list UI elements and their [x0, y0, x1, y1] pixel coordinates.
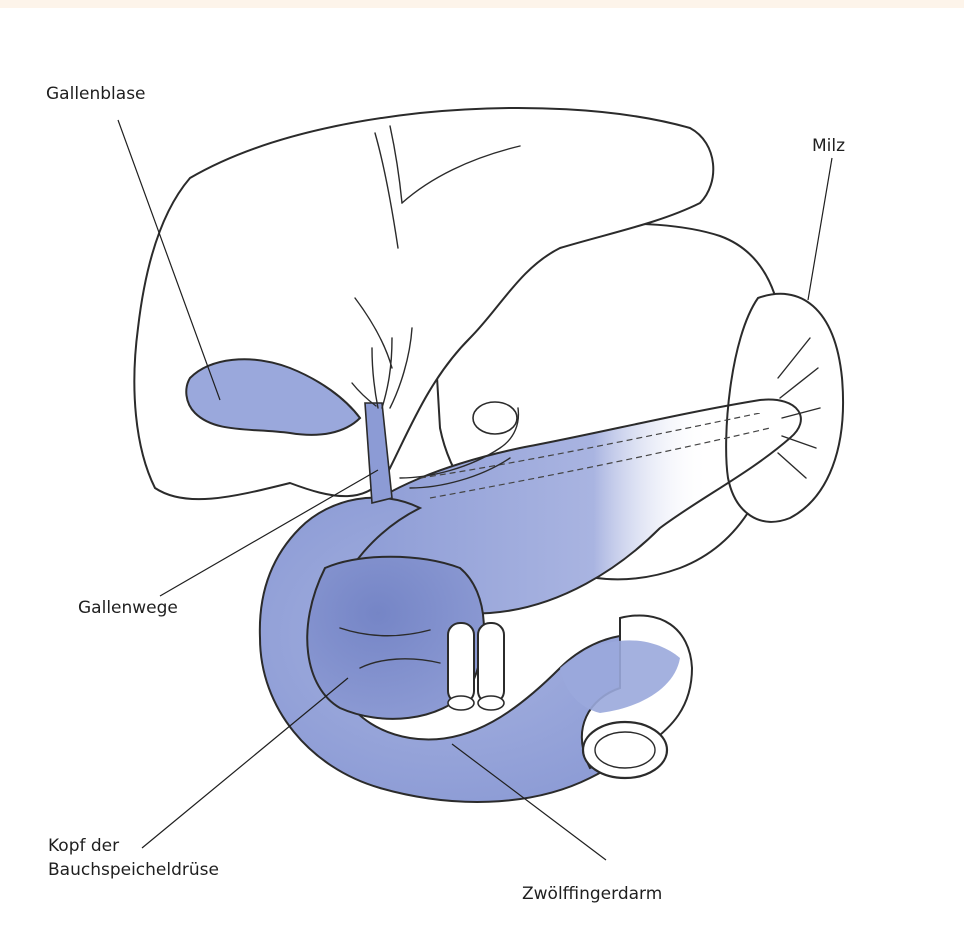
label-pancreas-head-line1: Kopf der — [48, 834, 119, 858]
label-gallbladder: Gallenblase — [46, 82, 146, 106]
leader-pancreas-head — [142, 678, 348, 848]
leader-spleen — [808, 158, 832, 300]
label-spleen: Milz — [812, 134, 845, 158]
label-duodenum: Zwölffingerdarm — [522, 882, 662, 906]
label-bile-ducts: Gallenwege — [78, 596, 178, 620]
label-pancreas-head-line2: Bauchspeicheldrüse — [48, 858, 219, 882]
